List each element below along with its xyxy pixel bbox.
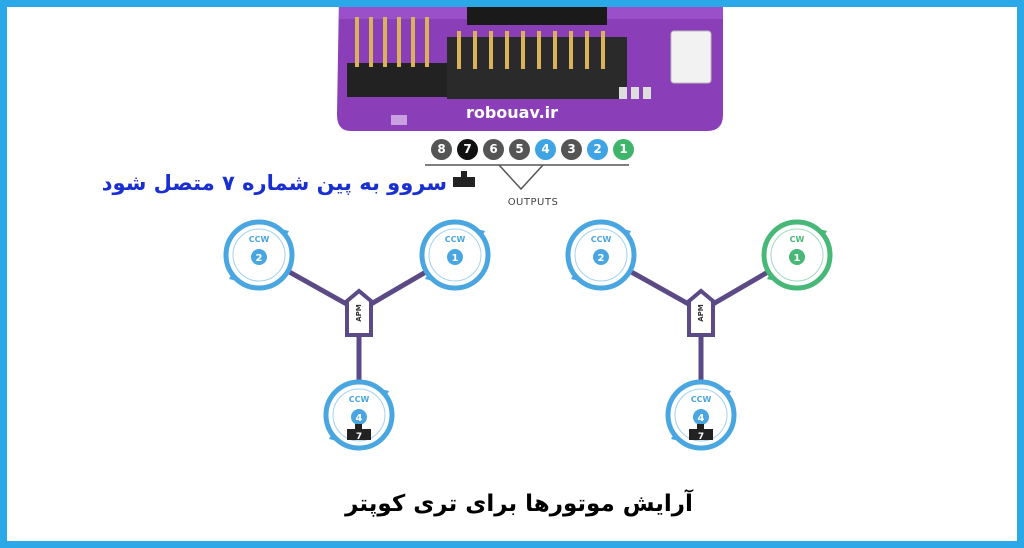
output-pin-1: 1 [613, 139, 634, 160]
site-watermark: robouav.ir [465, 103, 559, 122]
servo-horn [355, 424, 362, 430]
outputs-label: OUTPUTS [507, 197, 559, 208]
rotation-arrow-icon [571, 272, 579, 281]
output-pin-7: 7 [457, 139, 478, 160]
motor-number: 4 [698, 413, 705, 424]
output-pin-8: 8 [431, 139, 452, 160]
motor-direction-label: CCW [591, 235, 612, 244]
apm-label: APM [355, 304, 363, 322]
motor-number: 1 [452, 253, 459, 264]
motor-number-badge [351, 409, 367, 425]
rotation-arrow-icon [671, 432, 679, 441]
rotation-arrow-icon [425, 272, 433, 281]
motor-direction-label: CCW [445, 235, 466, 244]
apm-controller [687, 288, 715, 337]
output-pin-4: 4 [535, 139, 556, 160]
output-pin-5: 5 [509, 139, 530, 160]
motor-number-badge [593, 249, 609, 265]
motor-direction-label: CCW [691, 395, 712, 404]
servo-pin-number: 7 [698, 432, 704, 442]
rotation-arrow-icon [477, 229, 485, 238]
motor-1: CCW 1 [419, 219, 491, 291]
apm-label: APM [697, 304, 705, 322]
motor-2: CCW 2 [565, 219, 637, 291]
servo-icon: 7 [689, 424, 713, 442]
output-pin-6: 6 [483, 139, 504, 160]
rotation-arrow-icon [281, 229, 289, 238]
output-pin-2: 2 [587, 139, 608, 160]
motor-direction-label: CCW [249, 235, 270, 244]
servo-icon [453, 171, 475, 187]
servo-horn [697, 424, 704, 430]
servo-body [347, 429, 371, 440]
motor-1: CW 1 [761, 219, 833, 291]
motor-number: 4 [356, 413, 363, 424]
servo-icon: 7 [347, 424, 371, 442]
flight-controller-board [337, 7, 723, 131]
servo-body [689, 429, 713, 440]
outputs-bracket-notch [498, 164, 544, 191]
motor-4: CCW 4 7 [665, 379, 737, 451]
motor-number: 2 [598, 253, 605, 264]
motor-2: CCW 2 [223, 219, 295, 291]
motor-direction-label: CW [790, 235, 805, 244]
rotation-arrow-icon [819, 229, 827, 238]
motor-number-badge [693, 409, 709, 425]
motor-number: 1 [794, 253, 801, 264]
motor-number-badge [251, 249, 267, 265]
rotation-arrow-icon [723, 389, 731, 398]
motor-4: CCW 4 7 [323, 379, 395, 451]
output-pin-3: 3 [561, 139, 582, 160]
rotation-arrow-icon [623, 229, 631, 238]
rotation-arrow-icon [229, 272, 237, 281]
page-title: آرایش موتورها برای تری کوپتر [345, 491, 693, 517]
servo-caption: سروو به پین شماره ۷ متصل شود [101, 171, 447, 195]
motor-direction-label: CCW [349, 395, 370, 404]
rotation-arrow-icon [381, 389, 389, 398]
motor-number-badge [789, 249, 805, 265]
servo-pin-number: 7 [356, 432, 362, 442]
rotation-arrow-icon [329, 432, 337, 441]
motor-number-badge [447, 249, 463, 265]
rotation-arrow-icon [767, 272, 775, 281]
motor-number: 2 [256, 253, 263, 264]
apm-controller [345, 288, 373, 337]
